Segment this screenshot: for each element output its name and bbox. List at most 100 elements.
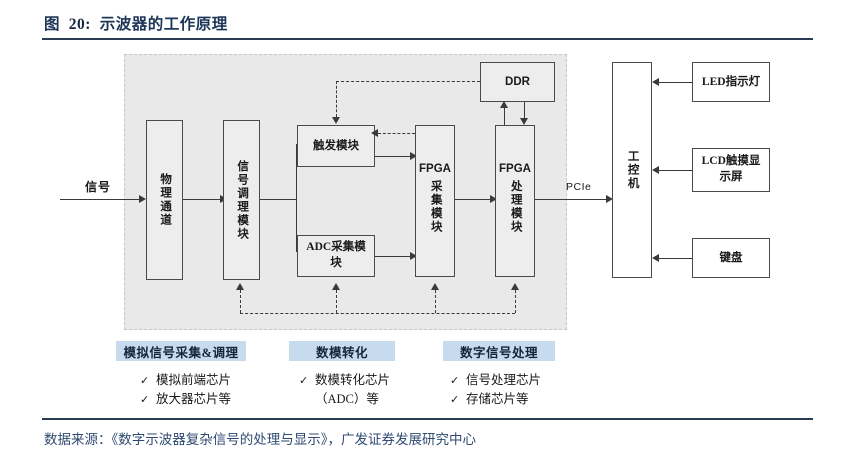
figure-title-text: 示波器的工作原理: [99, 16, 228, 33]
box-led-indicator-label: LED指示灯: [701, 75, 761, 88]
control-bus-arrow-conditioning: [236, 283, 244, 290]
box-lcd-display-label: LCD触摸显 示屏: [702, 154, 761, 185]
link-lcd-to-pc: [659, 170, 692, 172]
box-adc-module-label: ADC采集模 块: [306, 240, 365, 271]
legend-header-conversion-label: 数模转化: [315, 345, 368, 360]
box-adc-module-line2: 块: [330, 257, 342, 269]
check-icon: ✓: [450, 374, 460, 387]
link-pcie-arrowhead: [606, 195, 613, 203]
source-note: 数据来源：《数字示波器复杂信号的处理与显示》，广发证券发展研究中心: [44, 432, 476, 447]
link-fpga-acq-to-trigger-dashed: [378, 133, 415, 134]
legend-item-label: （ADC）等: [315, 391, 379, 406]
link-fpga-proc-to-ddr: [504, 108, 506, 125]
box-physical-channel: 物理通道: [146, 120, 183, 280]
legend-list-dsp: ✓ 信号处理芯片 ✓ 存储芯片等: [450, 371, 541, 409]
box-keyboard-label: 键盘: [719, 251, 743, 264]
figure-label: 图: [44, 16, 61, 33]
input-signal-label: 信号: [85, 180, 112, 194]
link-ddr-to-fpga-proc-arrowhead: [520, 118, 528, 125]
link-conditioning-out: [260, 199, 297, 201]
link-trigger-to-fpga-acq: [375, 156, 411, 158]
legend-item: ✓ 信号处理芯片: [450, 371, 541, 390]
box-lcd-display: LCD触摸显 示屏: [692, 148, 770, 192]
legend-item-label: 放大器芯片等: [156, 391, 232, 406]
legend-header-analog-label: 模拟信号采集&调理: [123, 345, 239, 360]
box-adc-module-line1: ADC采集模: [306, 241, 366, 254]
box-fpga-acquisition-latin: FPGA: [419, 163, 451, 176]
legend-item: ✓ 存储芯片等: [450, 390, 541, 409]
link-led-to-pc: [659, 82, 692, 84]
box-fpga-acquisition-cn: 采集模块: [429, 180, 442, 234]
legend-item: ✓ （ADC）等: [299, 390, 390, 409]
box-industrial-pc-label: 工控机: [626, 149, 639, 191]
box-physical-channel-label: 物理通道: [159, 173, 172, 227]
box-lcd-display-line1: LCD触摸显: [701, 155, 761, 168]
control-bus-branch-fpga-proc: [515, 290, 516, 313]
box-trigger-module: 触发模块: [297, 125, 375, 167]
link-fpga-acq-to-trigger-arrowhead: [371, 129, 378, 137]
legend-item: ✓ 数模转化芯片: [299, 371, 390, 390]
link-channel-to-conditioning: [183, 199, 221, 201]
legend-list-analog: ✓ 模拟前端芯片 ✓ 放大器芯片等: [140, 371, 231, 409]
box-industrial-pc: 工控机: [612, 62, 652, 278]
pcie-label: PCIe: [566, 181, 592, 193]
box-adc-module: ADC采集模 块: [297, 235, 375, 277]
legend-header-conversion: 数模转化: [289, 341, 395, 361]
link-led-to-pc-arrowhead: [652, 78, 659, 86]
figure-number: 20:: [68, 16, 91, 33]
control-bus-arrow-adc: [332, 283, 340, 290]
control-bus-branch-fpga-acq: [435, 290, 436, 313]
control-bus-branch-adc: [336, 290, 337, 313]
box-fpga-processing-latin: FPGA: [499, 163, 531, 176]
link-keyboard-to-pc-arrowhead: [652, 254, 659, 262]
title-divider: [42, 38, 813, 40]
box-trigger-module-label: 触发模块: [313, 139, 359, 152]
box-lcd-display-line2: 示屏: [719, 171, 743, 183]
link-ddr-to-trigger-dashed-h: [336, 81, 480, 82]
link-keyboard-to-pc: [659, 258, 692, 260]
legend-item-label: 模拟前端芯片: [156, 373, 232, 387]
box-ddr-label: DDR: [505, 75, 530, 88]
page-title: 图 20: 示波器的工作原理: [44, 12, 228, 34]
link-fpga-acq-to-fpga-proc: [455, 199, 491, 201]
box-fpga-processing-cn: 处理模块: [509, 180, 522, 234]
box-signal-conditioning: 信号调理模块: [223, 120, 260, 280]
link-ddr-to-trigger-arrowhead: [332, 117, 340, 124]
link-pcie: [535, 199, 607, 201]
box-fpga-processing-label: FPGA 处理模块: [499, 162, 531, 239]
control-bus-dashed-h: [240, 313, 515, 314]
box-fpga-acquisition: FPGA 采集模块: [415, 125, 455, 277]
link-conditioning-split-vertical: [296, 144, 298, 252]
legend-header-analog: 模拟信号采集&调理: [116, 341, 246, 361]
box-fpga-processing: FPGA 处理模块: [495, 125, 535, 277]
box-keyboard: 键盘: [692, 238, 770, 278]
box-signal-conditioning-label: 信号调理模块: [236, 159, 249, 241]
legend-header-dsp: 数字信号处理: [443, 341, 555, 361]
control-bus-arrow-fpga-acq: [431, 283, 439, 290]
check-icon: ✓: [450, 392, 460, 406]
link-adc-to-fpga-acq-arrowhead: [410, 252, 417, 260]
link-ddr-to-trigger-dashed-v: [336, 81, 337, 117]
link-trigger-to-fpga-acq-arrowhead: [410, 152, 417, 160]
legend-item: ✓ 放大器芯片等: [140, 390, 231, 409]
check-icon: ✓: [140, 374, 150, 387]
legend-item: ✓ 模拟前端芯片: [140, 371, 231, 390]
link-adc-to-fpga-acq: [375, 256, 411, 258]
legend-item-label: 存储芯片等: [466, 391, 529, 406]
link-ddr-to-fpga-proc: [524, 102, 526, 119]
legend-list-conversion: ✓ 数模转化芯片 ✓ （ADC）等: [299, 371, 390, 409]
link-fpga-acq-to-fpga-proc-arrowhead: [490, 195, 497, 203]
link-fpga-proc-to-ddr-arrowhead: [500, 101, 508, 108]
source-divider: [42, 418, 813, 420]
link-lcd-to-pc-arrowhead: [652, 166, 659, 174]
legend-item-label: 信号处理芯片: [466, 373, 542, 387]
legend-item-label: 数模转化芯片: [315, 373, 391, 387]
input-signal-arrowhead: [139, 195, 146, 203]
box-ddr: DDR: [480, 62, 555, 102]
legend-header-dsp-label: 数字信号处理: [459, 345, 538, 360]
control-bus-arrow-fpga-proc: [511, 283, 519, 290]
box-fpga-acquisition-label: FPGA 采集模块: [419, 162, 451, 239]
check-icon: ✓: [140, 392, 150, 406]
check-icon: ✓: [299, 374, 309, 387]
